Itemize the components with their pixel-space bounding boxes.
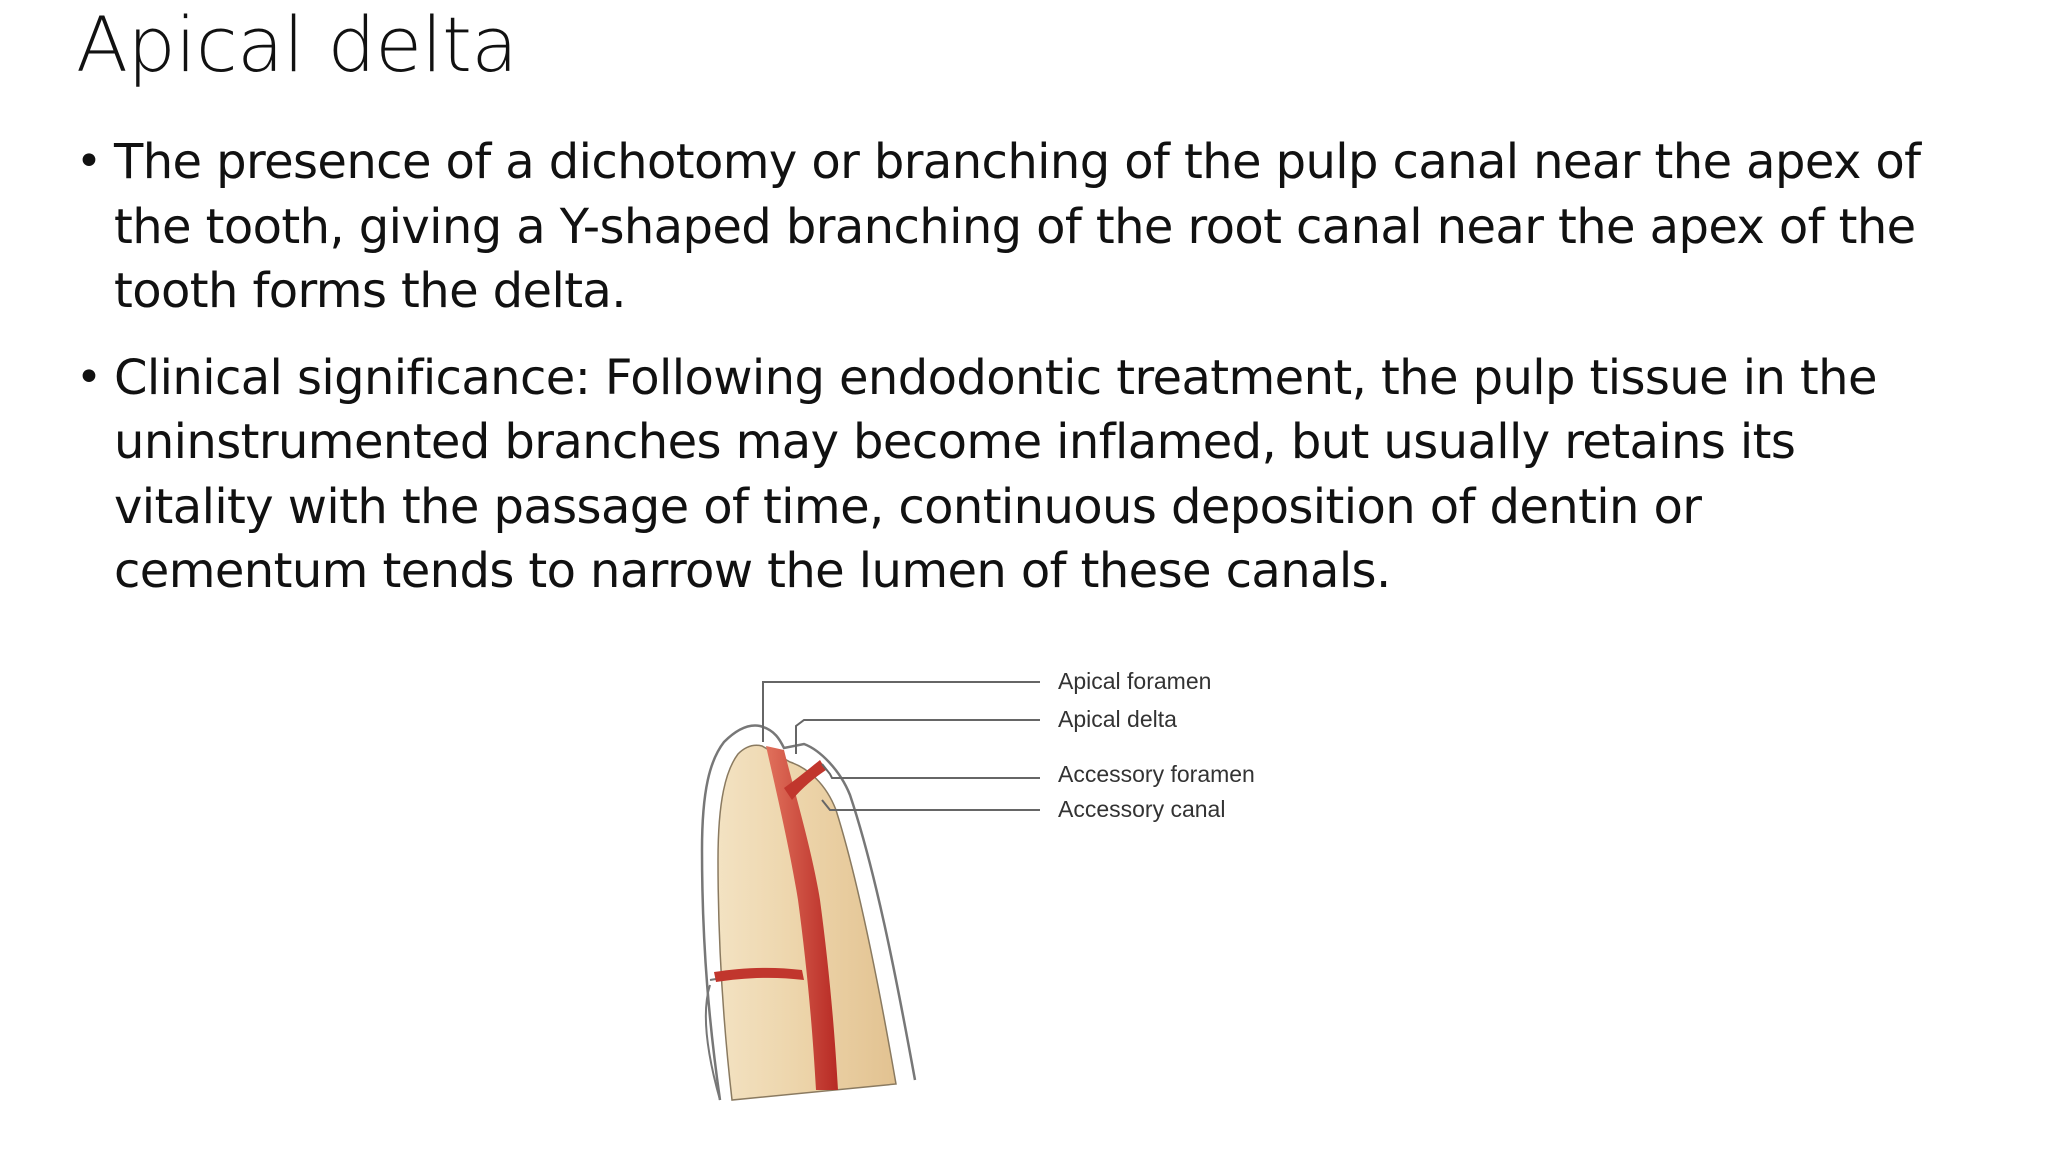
bullet-marker: •: [76, 136, 102, 187]
main-pulp-canal: [766, 746, 838, 1090]
bullet-item-definition: • The presence of a dichotomy or branchi…: [76, 130, 1956, 324]
bullet-text: The presence of a dichotomy or branching…: [114, 134, 1921, 319]
bullet-marker: •: [76, 351, 102, 403]
label-accessory-foramen: Accessory foramen: [1058, 761, 1255, 787]
leader-line-apical-foramen: [762, 681, 1040, 742]
label-apical-foramen: Apical foramen: [1058, 668, 1212, 694]
leader-line-apical-delta: [795, 719, 1040, 754]
apical-delta-figure: Apical foramen Apical delta Accessory fo…: [680, 650, 1330, 1130]
bullet-text: Clinical significance: Following endodon…: [114, 349, 1878, 600]
slide-title: Apical delta: [76, 0, 518, 89]
label-apical-delta: Apical delta: [1058, 706, 1177, 732]
leader-line-accessory-foramen: [821, 763, 1040, 779]
accessory-lateral-canal: [714, 967, 804, 982]
apical-delta-branch: [784, 760, 826, 800]
bullet-item-clinical-significance: • Clinical significance: Following endod…: [76, 346, 1956, 604]
bullet-list: • The presence of a dichotomy or branchi…: [76, 130, 1956, 626]
leader-line-accessory-canal: [821, 799, 1040, 811]
label-accessory-canal: Accessory canal: [1058, 796, 1226, 822]
tooth-root-illustration: [700, 681, 1040, 1101]
